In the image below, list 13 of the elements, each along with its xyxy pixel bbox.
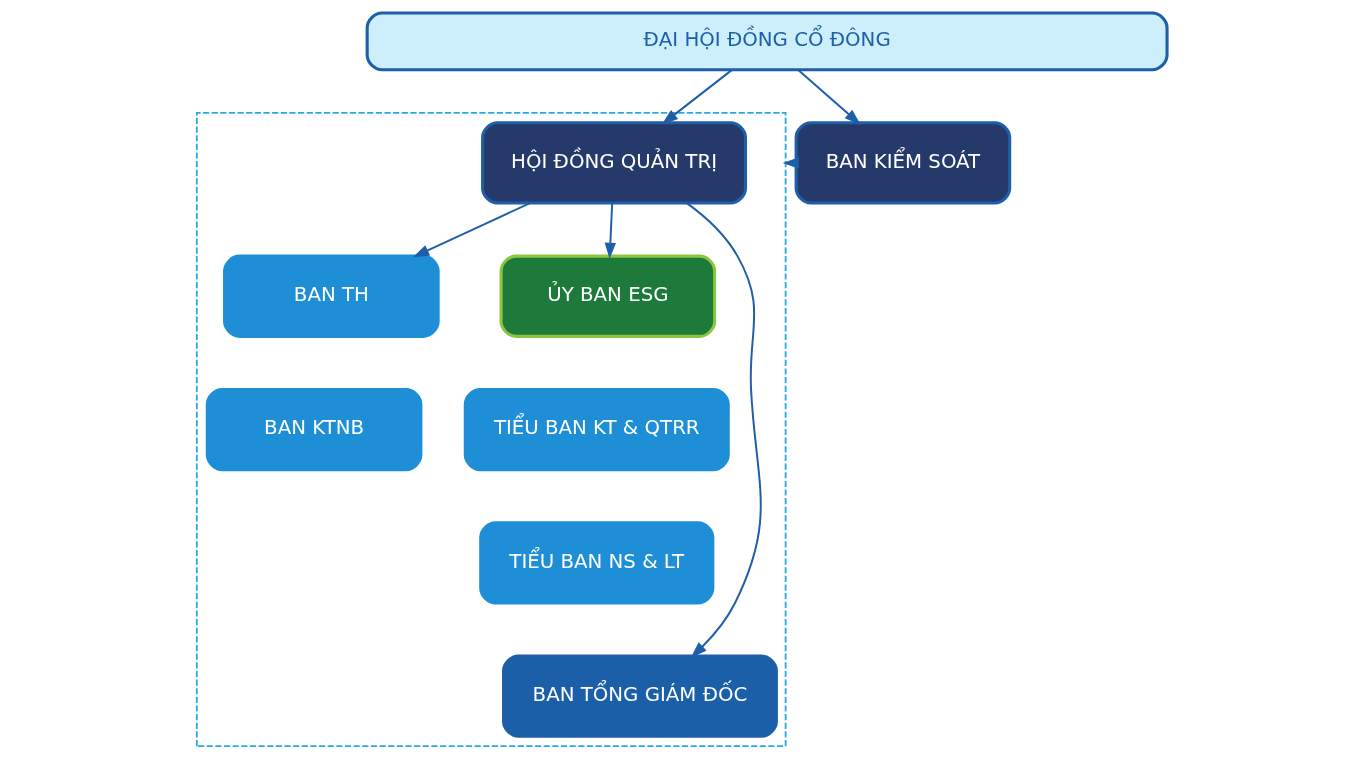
- arrow: [412, 202, 531, 258]
- node-box: ỦY BAN ESG: [499, 254, 717, 338]
- node-box: TIỂU BAN KT & QTRR: [463, 387, 730, 472]
- node-box: BAN TỔNG GIÁM ĐỐC: [502, 654, 778, 738]
- arrow: [797, 68, 861, 125]
- node-box: BAN TH: [223, 254, 440, 338]
- arrow: [661, 68, 733, 125]
- arrow: [604, 202, 617, 259]
- node-box: TIỂU BAN NS & LT: [479, 521, 715, 605]
- node-box: HỘI ĐỒNG QUẢN TRỊ: [481, 121, 748, 205]
- node-box: BAN KTNB: [205, 387, 423, 472]
- arrow: [685, 202, 762, 658]
- node-box: ĐẠI HỘI ĐỒNG CỔ ĐÔNG: [365, 11, 1169, 72]
